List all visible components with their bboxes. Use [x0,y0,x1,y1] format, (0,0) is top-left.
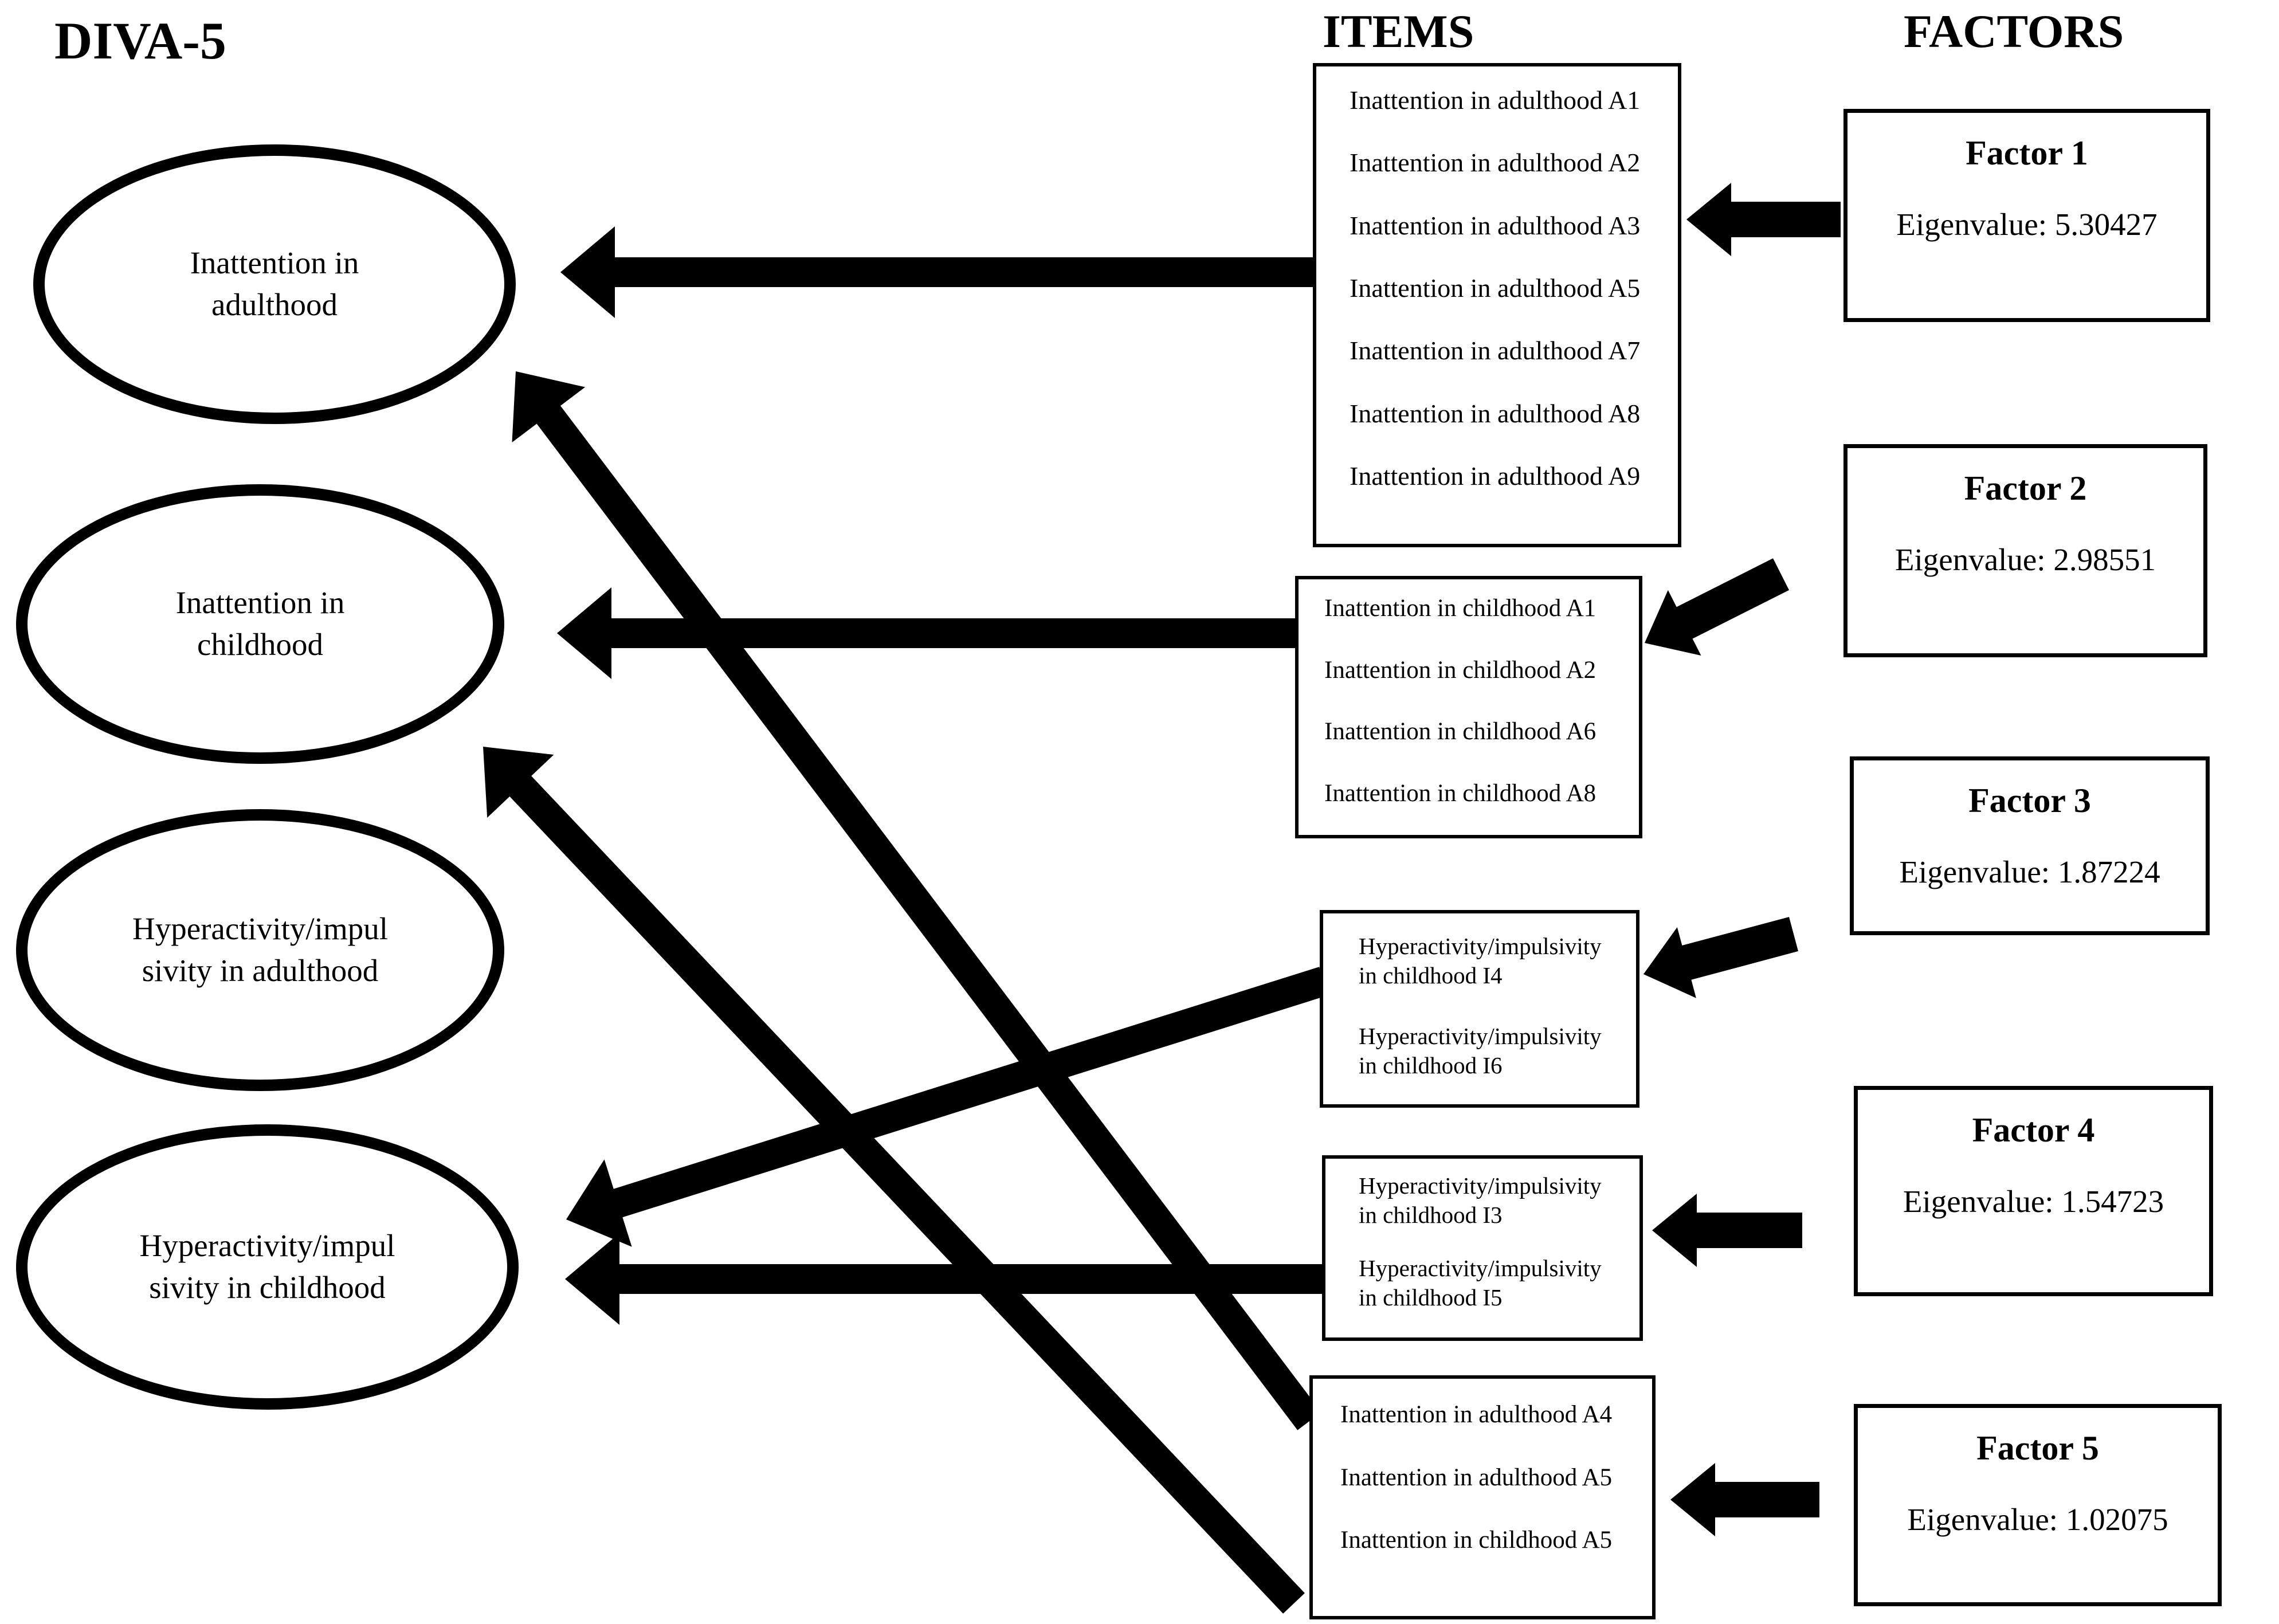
construct-label-line: Hyperactivity/impul [132,911,388,947]
item-label-line: Hyperactivity/impulsivity [1359,1022,1602,1049]
item-label-line: in childhood I6 [1359,1052,1503,1078]
item-label: Inattention in childhood A5 [1340,1527,1613,1554]
construct-label-line: Hyperactivity/impul [139,1228,395,1264]
construct-ellipse-inattention-childhood: Inattention in childhood [16,484,504,764]
item-label: Hyperactivity/impulsivity in childhood I… [1359,1171,1633,1230]
construct-label: Inattention in childhood [176,582,345,665]
item-label: Inattention in childhood A6 [1324,718,1597,746]
item-label: Inattention in adulthood A5 [1340,1464,1613,1491]
factor-title: Factor 5 [1976,1429,2099,1467]
factor-box-2: Factor 2 Eigenvalue: 2.98551 [1843,444,2207,657]
arrow-items1-to-inattention-adulthood [560,226,1313,318]
item-label: Inattention in adulthood A5 [1350,273,1641,303]
arrow-items5-to-inattention-childhood [483,747,1305,1614]
factor-eigenvalue: Eigenvalue: 1.87224 [1899,854,2160,889]
arrow-items5-to-inattention-adulthood [512,371,1321,1430]
construct-label-line: sivity in childhood [149,1270,386,1305]
construct-label: Hyperactivity/impul sivity in adulthood [132,908,388,991]
factor-eigenvalue: Eigenvalue: 5.30427 [1896,207,2158,242]
items-box-factor5: Inattention in adulthood A4 Inattention … [1309,1375,1656,1619]
construct-label-line: sivity in adulthood [142,953,379,988]
factor-eigenvalue: Eigenvalue: 2.98551 [1894,542,2156,577]
item-label: Inattention in childhood A1 [1324,595,1597,622]
item-label-line: Hyperactivity/impulsivity [1359,1254,1602,1281]
item-label: Hyperactivity/impulsivity in childhood I… [1359,1022,1629,1081]
construct-ellipse-hyperactivity-childhood: Hyperactivity/impul sivity in childhood [16,1124,519,1410]
construct-label-line: Inattention in [175,585,345,621]
construct-label-line: adulthood [211,287,338,322]
item-label: Inattention in childhood A2 [1324,656,1597,684]
arrow-items2-to-inattention-childhood [557,587,1295,679]
arrow-factor2-to-items2 [1645,558,1789,656]
item-label-line: Hyperactivity/impulsivity [1359,933,1602,959]
item-label: Hyperactivity/impulsivity in childhood I… [1359,1254,1633,1313]
construct-label: Inattention in adulthood [190,242,359,325]
item-label: Inattention in childhood A8 [1324,779,1597,807]
arrow-factor1-to-items1 [1686,183,1841,256]
factor-eigenvalue: Eigenvalue: 1.02075 [1907,1502,2168,1537]
items-box-factor4: Hyperactivity/impulsivity in childhood I… [1322,1155,1643,1341]
item-label: Inattention in adulthood A7 [1350,336,1641,366]
factor-box-5: Factor 5 Eigenvalue: 1.02075 [1854,1404,2222,1606]
factor-title: Factor 1 [1966,134,2088,172]
construct-ellipse-inattention-adulthood: Inattention in adulthood [33,144,516,424]
factor-box-1: Factor 1 Eigenvalue: 5.30427 [1843,109,2210,322]
arrow-factor4-to-items4 [1652,1194,1802,1267]
items-box-factor1: Inattention in adulthood A1 Inattention … [1313,63,1681,547]
item-label: Inattention in adulthood A1 [1350,85,1641,115]
arrow-items4-to-hyperactivity-childhood [565,1233,1322,1325]
item-label: Inattention in adulthood A3 [1350,210,1641,240]
column-heading-items: ITEMS [1323,5,1474,57]
item-label: Inattention in adulthood A8 [1350,398,1641,428]
item-label: Inattention in adulthood A4 [1340,1401,1613,1428]
factor-box-3: Factor 3 Eigenvalue: 1.87224 [1850,756,2210,935]
items-box-factor2: Inattention in childhood A1 Inattention … [1295,576,1642,838]
factor-title: Factor 2 [1964,469,2087,507]
construct-label: Hyperactivity/impul sivity in childhood [139,1225,395,1308]
factor-eigenvalue: Eigenvalue: 1.54723 [1903,1184,2164,1219]
item-label-line: Hyperactivity/impulsivity [1359,1172,1602,1199]
item-label-line: in childhood I4 [1359,962,1503,989]
arrow-factor3-to-items3 [1643,917,1798,998]
factor-title: Factor 4 [1972,1111,2095,1149]
item-label-line: in childhood I5 [1359,1284,1503,1311]
construct-ellipse-hyperactivity-adulthood: Hyperactivity/impul sivity in adulthood [16,809,504,1091]
item-label: Hyperactivity/impulsivity in childhood I… [1359,932,1629,991]
factor-box-4: Factor 4 Eigenvalue: 1.54723 [1854,1086,2213,1296]
items-box-factor3: Hyperactivity/impulsivity in childhood I… [1320,910,1639,1108]
factor-title: Factor 3 [1968,782,2091,819]
item-label: Inattention in adulthood A2 [1350,148,1641,178]
item-label: Inattention in adulthood A9 [1350,461,1641,491]
arrow-items3-to-hyperactivity-childhood [566,967,1328,1247]
column-heading-factors: FACTORS [1904,5,2124,57]
arrow-factor5-to-items5 [1670,1463,1819,1536]
construct-label-line: childhood [197,627,323,662]
column-heading-diva5: DIVA-5 [54,11,226,70]
construct-label-line: Inattention in [190,245,359,281]
item-label-line: in childhood I3 [1359,1202,1503,1229]
